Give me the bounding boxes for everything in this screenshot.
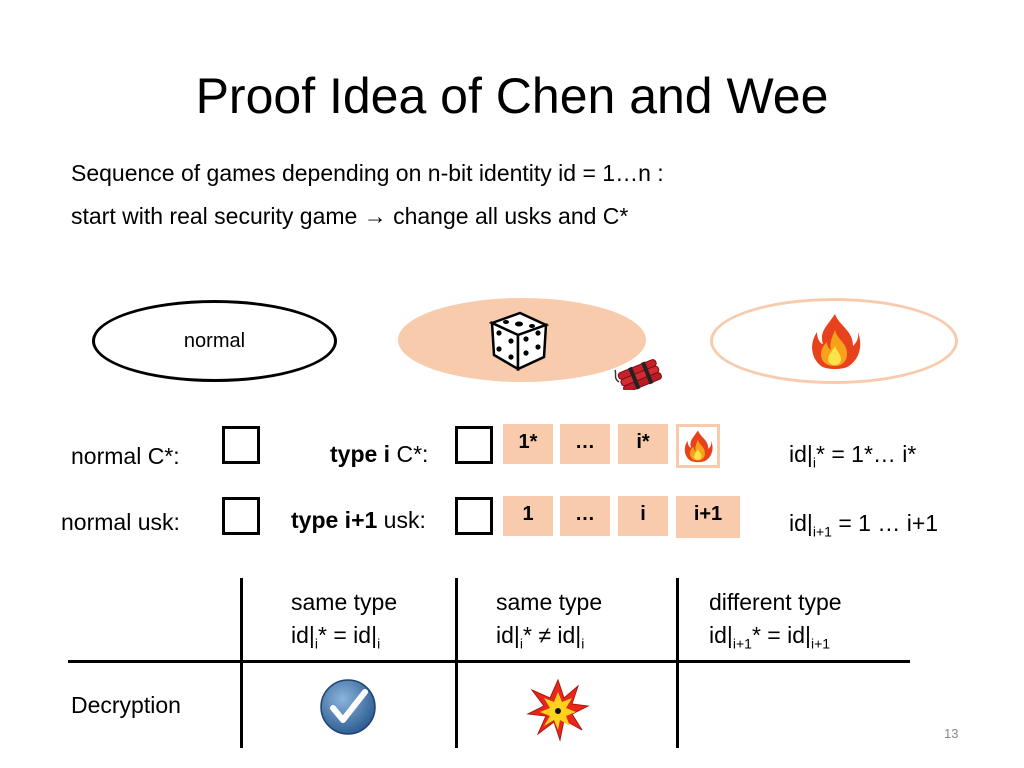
table-divider-1 [240,578,243,748]
usk-cell-ellipsis: … [560,496,610,536]
page-number: 13 [944,726,959,741]
col3-header: different type id|i+1* = id|i+1 [709,589,842,652]
usk-cell-i: i [618,496,668,536]
col2-header: same type id|i* ≠ id|i [496,589,603,652]
normal-c-label: normal C*: [71,443,180,469]
type-i-c-label: type i C*: [330,441,429,467]
type-i1-usk-box [455,497,493,535]
usk-cell-1: 1 [503,496,553,536]
dice-icon [488,311,550,372]
table-divider-3 [676,578,679,748]
fire-state-ellipse [710,298,958,384]
table-header-rule [68,660,910,663]
normal-state-ellipse [92,300,337,382]
table-divider-2 [455,578,458,748]
normal-c-box [222,426,260,464]
id-usk-formula: id|i+1 = 1 … i+1 [789,510,939,540]
normal-usk-box [222,497,260,535]
normal-usk-label: normal usk: [61,509,180,535]
c-cell-ellipsis: … [560,424,610,464]
c-cell-fire [676,424,720,468]
intro-line-2: start with real security game → change a… [71,203,629,229]
dynamite-icon [614,359,662,390]
c-cell-1: 1* [503,424,553,464]
c-cell-i: i* [618,424,668,464]
checkmark-icon [320,679,376,735]
col1-header: same type id|i* = id|i [291,589,398,652]
intro-line-1: Sequence of games depending on n-bit ide… [71,160,664,186]
id-c-formula: id|i* = 1*… i* [789,441,917,471]
usk-cell-i1: i+1 [676,496,740,538]
normal-state-label: normal [183,330,246,352]
fire-icon [812,314,861,369]
decryption-label: Decryption [71,692,181,718]
type-i1-usk-label: type i+1 usk: [291,507,426,533]
fire-icon [684,430,713,463]
slide-title: Proof Idea of Chen and Wee [195,68,829,124]
explosion-icon [526,678,590,742]
type-i-c-box [455,426,493,464]
